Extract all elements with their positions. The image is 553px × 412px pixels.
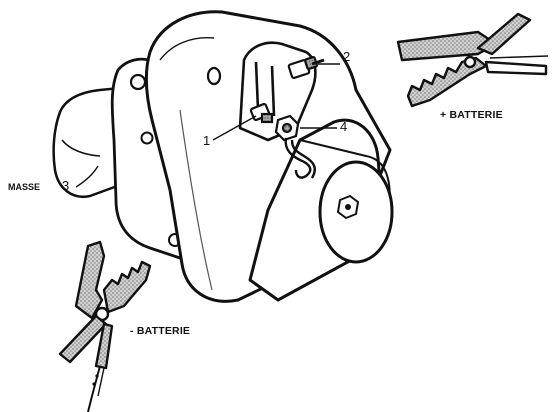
label-terminal-2: 2 (343, 49, 351, 64)
terminal-4-nut (274, 114, 300, 142)
label-negative-battery: - BATTERIE (130, 325, 191, 337)
label-terminal-4: 4 (340, 119, 348, 134)
label-masse-number: 3 (62, 178, 70, 193)
label-terminal-1: 1 (203, 133, 211, 148)
label-positive-battery: + BATTERIE (440, 109, 503, 121)
negative-battery-clamp (58, 240, 152, 412)
solenoid (248, 118, 394, 302)
terminal-2-stud (287, 55, 325, 80)
leader-lines (75, 63, 340, 188)
connection-strap (284, 137, 316, 179)
label-masse: MASSE (8, 182, 41, 192)
positive-battery-clamp (396, 12, 549, 108)
